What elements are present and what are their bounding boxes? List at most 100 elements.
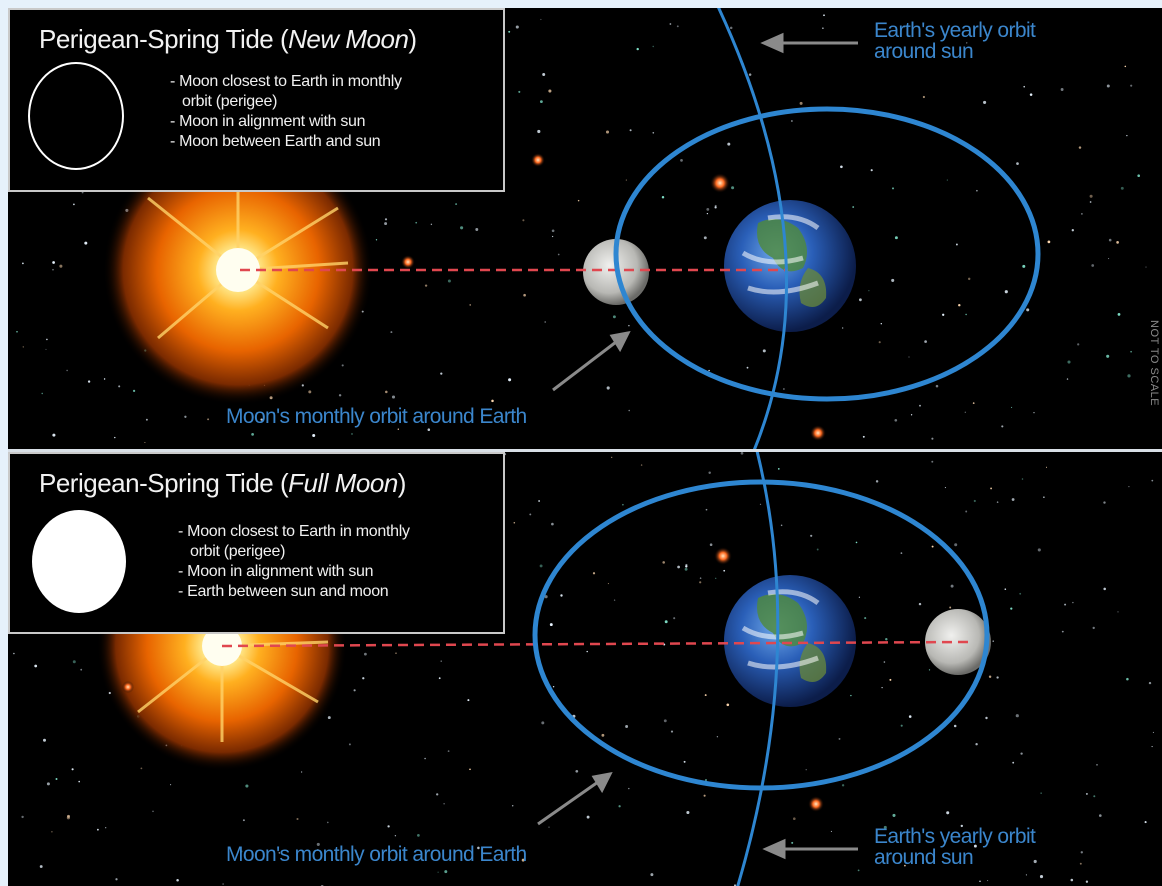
legend-bullets: - Moon closest to Earth in monthly orbit… — [170, 72, 402, 152]
star — [985, 716, 988, 720]
star — [557, 253, 560, 256]
legend-box: Perigean-Spring Tide (New Moon) - Moon c… — [8, 8, 505, 192]
star — [723, 569, 726, 572]
star — [676, 25, 679, 28]
star — [385, 390, 388, 394]
star — [628, 409, 630, 412]
star — [364, 652, 367, 656]
star — [964, 411, 966, 413]
star — [353, 689, 356, 692]
star — [436, 793, 439, 796]
star — [924, 340, 927, 343]
star — [857, 869, 860, 872]
red-star — [808, 796, 824, 812]
star — [52, 268, 54, 271]
star — [891, 278, 895, 282]
new-moon-scene — [9, 8, 1147, 450]
star — [652, 131, 655, 134]
star — [661, 195, 665, 199]
star — [59, 264, 63, 268]
star — [586, 815, 590, 819]
panel-divider — [8, 449, 1162, 452]
star — [308, 390, 312, 394]
star — [1145, 266, 1147, 268]
moon-phase: Full Moon — [288, 468, 398, 498]
star — [1012, 761, 1015, 764]
star — [1130, 350, 1132, 353]
star — [946, 179, 948, 181]
star — [518, 90, 521, 93]
star — [791, 841, 794, 844]
star — [21, 815, 24, 819]
star — [992, 640, 994, 642]
star — [1011, 498, 1015, 501]
star — [840, 165, 843, 169]
star — [13, 652, 15, 655]
star — [22, 262, 24, 265]
red-star — [401, 255, 415, 269]
star — [390, 331, 393, 334]
star — [1117, 611, 1119, 613]
moon-phase: New Moon — [288, 24, 409, 54]
star — [1128, 485, 1130, 488]
star — [950, 584, 954, 588]
star — [859, 298, 862, 302]
star — [1039, 875, 1044, 879]
star — [222, 883, 224, 885]
star — [726, 703, 730, 707]
star — [823, 14, 825, 17]
star — [1037, 548, 1041, 552]
star — [16, 331, 18, 333]
star — [685, 563, 688, 567]
star — [1015, 714, 1019, 718]
star — [1103, 501, 1106, 504]
star — [673, 617, 676, 620]
star — [537, 129, 541, 134]
star — [864, 617, 867, 620]
star — [1085, 880, 1089, 883]
star — [780, 524, 783, 527]
arrow — [552, 330, 631, 392]
star — [552, 686, 555, 688]
star — [601, 733, 605, 737]
star — [46, 338, 48, 341]
star — [908, 356, 910, 358]
star — [548, 89, 552, 93]
star — [523, 293, 526, 297]
legend-box: Perigean-Spring Tide (Full Moon) - Moon … — [8, 452, 505, 634]
star — [910, 414, 913, 416]
star — [670, 730, 674, 733]
star — [1079, 862, 1082, 865]
star — [955, 243, 958, 246]
star — [391, 395, 396, 399]
star — [996, 676, 999, 679]
star — [551, 522, 554, 526]
bullet: - Moon between Earth and sun — [170, 133, 381, 150]
star — [384, 218, 388, 221]
star — [72, 203, 75, 206]
star — [539, 564, 543, 568]
star — [115, 878, 118, 881]
star — [523, 849, 525, 851]
star — [80, 668, 83, 671]
star — [880, 323, 882, 325]
star — [908, 715, 912, 718]
star — [862, 435, 865, 438]
earth — [724, 200, 856, 332]
new-moon-panel: Perigean-Spring Tide (New Moon) - Moon c… — [8, 8, 1162, 450]
star — [793, 817, 796, 820]
star — [870, 169, 873, 172]
star — [942, 313, 945, 316]
star — [1078, 146, 1082, 149]
earth-orbit-label: Earth's yearly orbit around sun — [874, 825, 1036, 869]
star — [1081, 213, 1083, 215]
star — [1004, 588, 1007, 590]
star — [1066, 378, 1069, 380]
star — [387, 825, 390, 828]
star — [628, 787, 630, 790]
star — [1117, 313, 1121, 316]
star — [242, 819, 245, 822]
star — [1010, 607, 1013, 610]
star — [515, 25, 519, 29]
star — [72, 660, 76, 664]
